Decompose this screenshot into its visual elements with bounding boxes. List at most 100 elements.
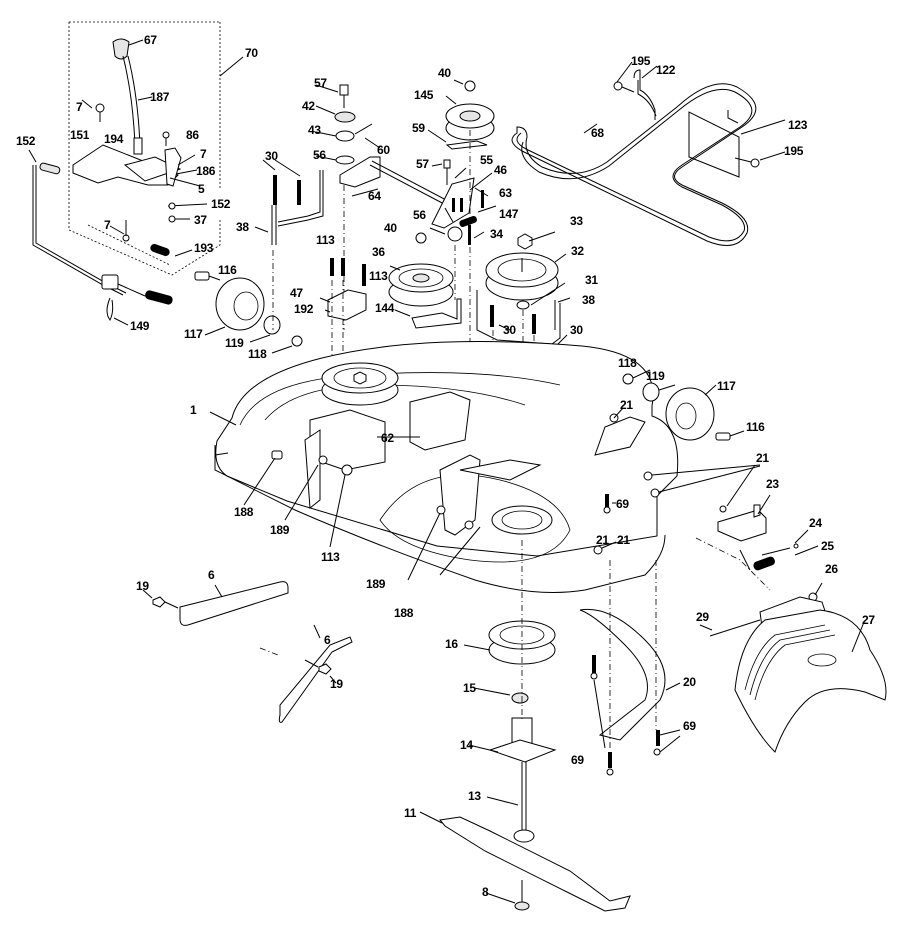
callout-25[interactable]: 25 bbox=[821, 539, 834, 553]
callout-30-b[interactable]: 30 bbox=[503, 323, 516, 337]
callout-195-a[interactable]: 195 bbox=[631, 54, 651, 68]
callout-29[interactable]: 29 bbox=[696, 610, 709, 624]
callout-42[interactable]: 42 bbox=[302, 99, 315, 113]
callout-194[interactable]: 194 bbox=[104, 132, 124, 146]
callout-59[interactable]: 59 bbox=[412, 121, 425, 135]
cable-icon bbox=[28, 149, 173, 326]
callout-67[interactable]: 67 bbox=[144, 33, 157, 47]
callout-119-b[interactable]: 119 bbox=[646, 369, 665, 383]
hanger-brackets-icon bbox=[142, 581, 353, 723]
callout-37[interactable]: 37 bbox=[194, 213, 207, 227]
callout-113-a[interactable]: 113 bbox=[316, 233, 335, 247]
callout-30-a[interactable]: 30 bbox=[265, 149, 278, 163]
callout-186[interactable]: 186 bbox=[196, 164, 216, 178]
callout-46[interactable]: 46 bbox=[494, 163, 507, 177]
lift-plate-icon bbox=[72, 99, 208, 257]
callout-31[interactable]: 31 bbox=[585, 273, 598, 287]
callout-8[interactable]: 8 bbox=[482, 885, 489, 899]
callout-38-a[interactable]: 38 bbox=[236, 220, 249, 234]
callout-26[interactable]: 26 bbox=[825, 562, 838, 576]
callout-189-a[interactable]: 189 bbox=[270, 523, 290, 537]
shift-lever-icon bbox=[112, 38, 153, 155]
callout-21-c[interactable]: 21 bbox=[617, 533, 630, 547]
baffle-icon bbox=[579, 560, 681, 776]
callout-55[interactable]: 55 bbox=[480, 153, 493, 167]
callout-144[interactable]: 144 bbox=[375, 301, 395, 315]
callout-16[interactable]: 16 bbox=[445, 637, 458, 651]
callout-62[interactable]: 62 bbox=[381, 431, 394, 445]
callout-57-b[interactable]: 57 bbox=[416, 157, 429, 171]
callout-195-b[interactable]: 195 bbox=[784, 144, 804, 158]
deck-brackets-icon bbox=[243, 391, 542, 581]
callout-64[interactable]: 64 bbox=[368, 189, 381, 203]
callout-40-a[interactable]: 40 bbox=[438, 66, 451, 80]
callout-6-a[interactable]: 6 bbox=[208, 568, 215, 582]
callout-123[interactable]: 123 bbox=[788, 118, 808, 132]
callout-13[interactable]: 13 bbox=[468, 789, 481, 803]
callout-113-c[interactable]: 113 bbox=[321, 550, 340, 564]
callout-21-a[interactable]: 21 bbox=[620, 398, 633, 412]
callout-192[interactable]: 192 bbox=[294, 302, 314, 316]
callout-113-b[interactable]: 113 bbox=[369, 269, 388, 283]
callout-69-a[interactable]: 69 bbox=[616, 497, 629, 511]
callout-118-a[interactable]: 118 bbox=[248, 347, 267, 361]
deck-right-bracket-icon bbox=[593, 407, 761, 555]
callout-57-a[interactable]: 57 bbox=[314, 76, 327, 90]
callout-63[interactable]: 63 bbox=[499, 186, 512, 200]
callout-36[interactable]: 36 bbox=[372, 245, 385, 259]
callout-117-b[interactable]: 117 bbox=[717, 379, 736, 393]
callout-118-b[interactable]: 118 bbox=[618, 356, 637, 370]
callout-188-b[interactable]: 188 bbox=[394, 606, 414, 620]
callout-187[interactable]: 187 bbox=[150, 90, 170, 104]
callout-60[interactable]: 60 bbox=[377, 143, 390, 157]
belt-guide-left-icon bbox=[254, 159, 324, 330]
callout-40-b[interactable]: 40 bbox=[384, 221, 397, 235]
callout-86[interactable]: 86 bbox=[186, 128, 199, 142]
callout-69-b[interactable]: 69 bbox=[571, 753, 584, 767]
callout-117-a[interactable]: 117 bbox=[184, 327, 203, 341]
callout-147[interactable]: 147 bbox=[499, 207, 519, 221]
callout-11[interactable]: 11 bbox=[404, 806, 417, 820]
callout-1[interactable]: 1 bbox=[190, 403, 197, 417]
callout-43[interactable]: 43 bbox=[308, 123, 321, 137]
callout-7-c[interactable]: 7 bbox=[104, 218, 111, 232]
callout-193[interactable]: 193 bbox=[194, 241, 214, 255]
callout-19-a[interactable]: 19 bbox=[136, 579, 149, 593]
callout-7-b[interactable]: 7 bbox=[200, 147, 207, 161]
callout-27[interactable]: 27 bbox=[862, 613, 875, 627]
callout-149[interactable]: 149 bbox=[130, 319, 150, 333]
callout-5[interactable]: 5 bbox=[198, 182, 205, 196]
callout-145[interactable]: 145 bbox=[414, 88, 434, 102]
callout-188-a[interactable]: 188 bbox=[234, 505, 254, 519]
callout-119-a[interactable]: 119 bbox=[225, 336, 244, 350]
callout-38-b[interactable]: 38 bbox=[582, 293, 595, 307]
callout-6-b[interactable]: 6 bbox=[324, 633, 331, 647]
callout-116-a[interactable]: 116 bbox=[218, 263, 237, 277]
callout-68[interactable]: 68 bbox=[591, 126, 604, 140]
callout-30-c[interactable]: 30 bbox=[570, 323, 583, 337]
callout-69-c[interactable]: 69 bbox=[683, 719, 696, 733]
callout-24[interactable]: 24 bbox=[809, 516, 822, 530]
callout-33[interactable]: 33 bbox=[570, 214, 583, 228]
callout-151[interactable]: 151 bbox=[70, 128, 90, 142]
callout-47[interactable]: 47 bbox=[290, 286, 303, 300]
callout-19-b[interactable]: 19 bbox=[330, 677, 343, 691]
callout-189-b[interactable]: 189 bbox=[366, 577, 386, 591]
callout-21-b[interactable]: 21 bbox=[756, 451, 769, 465]
callout-56-b[interactable]: 56 bbox=[413, 208, 426, 222]
callout-15[interactable]: 15 bbox=[463, 681, 476, 695]
callout-14[interactable]: 14 bbox=[460, 738, 473, 752]
callout-122[interactable]: 122 bbox=[656, 63, 676, 77]
callout-116-b[interactable]: 116 bbox=[746, 420, 765, 434]
callout-20[interactable]: 20 bbox=[683, 675, 696, 689]
callout-34[interactable]: 34 bbox=[490, 227, 503, 241]
callout-23[interactable]: 23 bbox=[766, 477, 779, 491]
callout-56-a[interactable]: 56 bbox=[313, 148, 326, 162]
bracket-47-icon bbox=[319, 258, 367, 450]
callout-7-a[interactable]: 7 bbox=[76, 100, 83, 114]
callout-152-a[interactable]: 152 bbox=[16, 134, 36, 148]
callout-32[interactable]: 32 bbox=[571, 244, 584, 258]
callout-70[interactable]: 70 bbox=[245, 46, 258, 60]
idler-pulley-145-icon bbox=[415, 79, 497, 400]
callout-152-b[interactable]: 152 bbox=[211, 197, 231, 211]
